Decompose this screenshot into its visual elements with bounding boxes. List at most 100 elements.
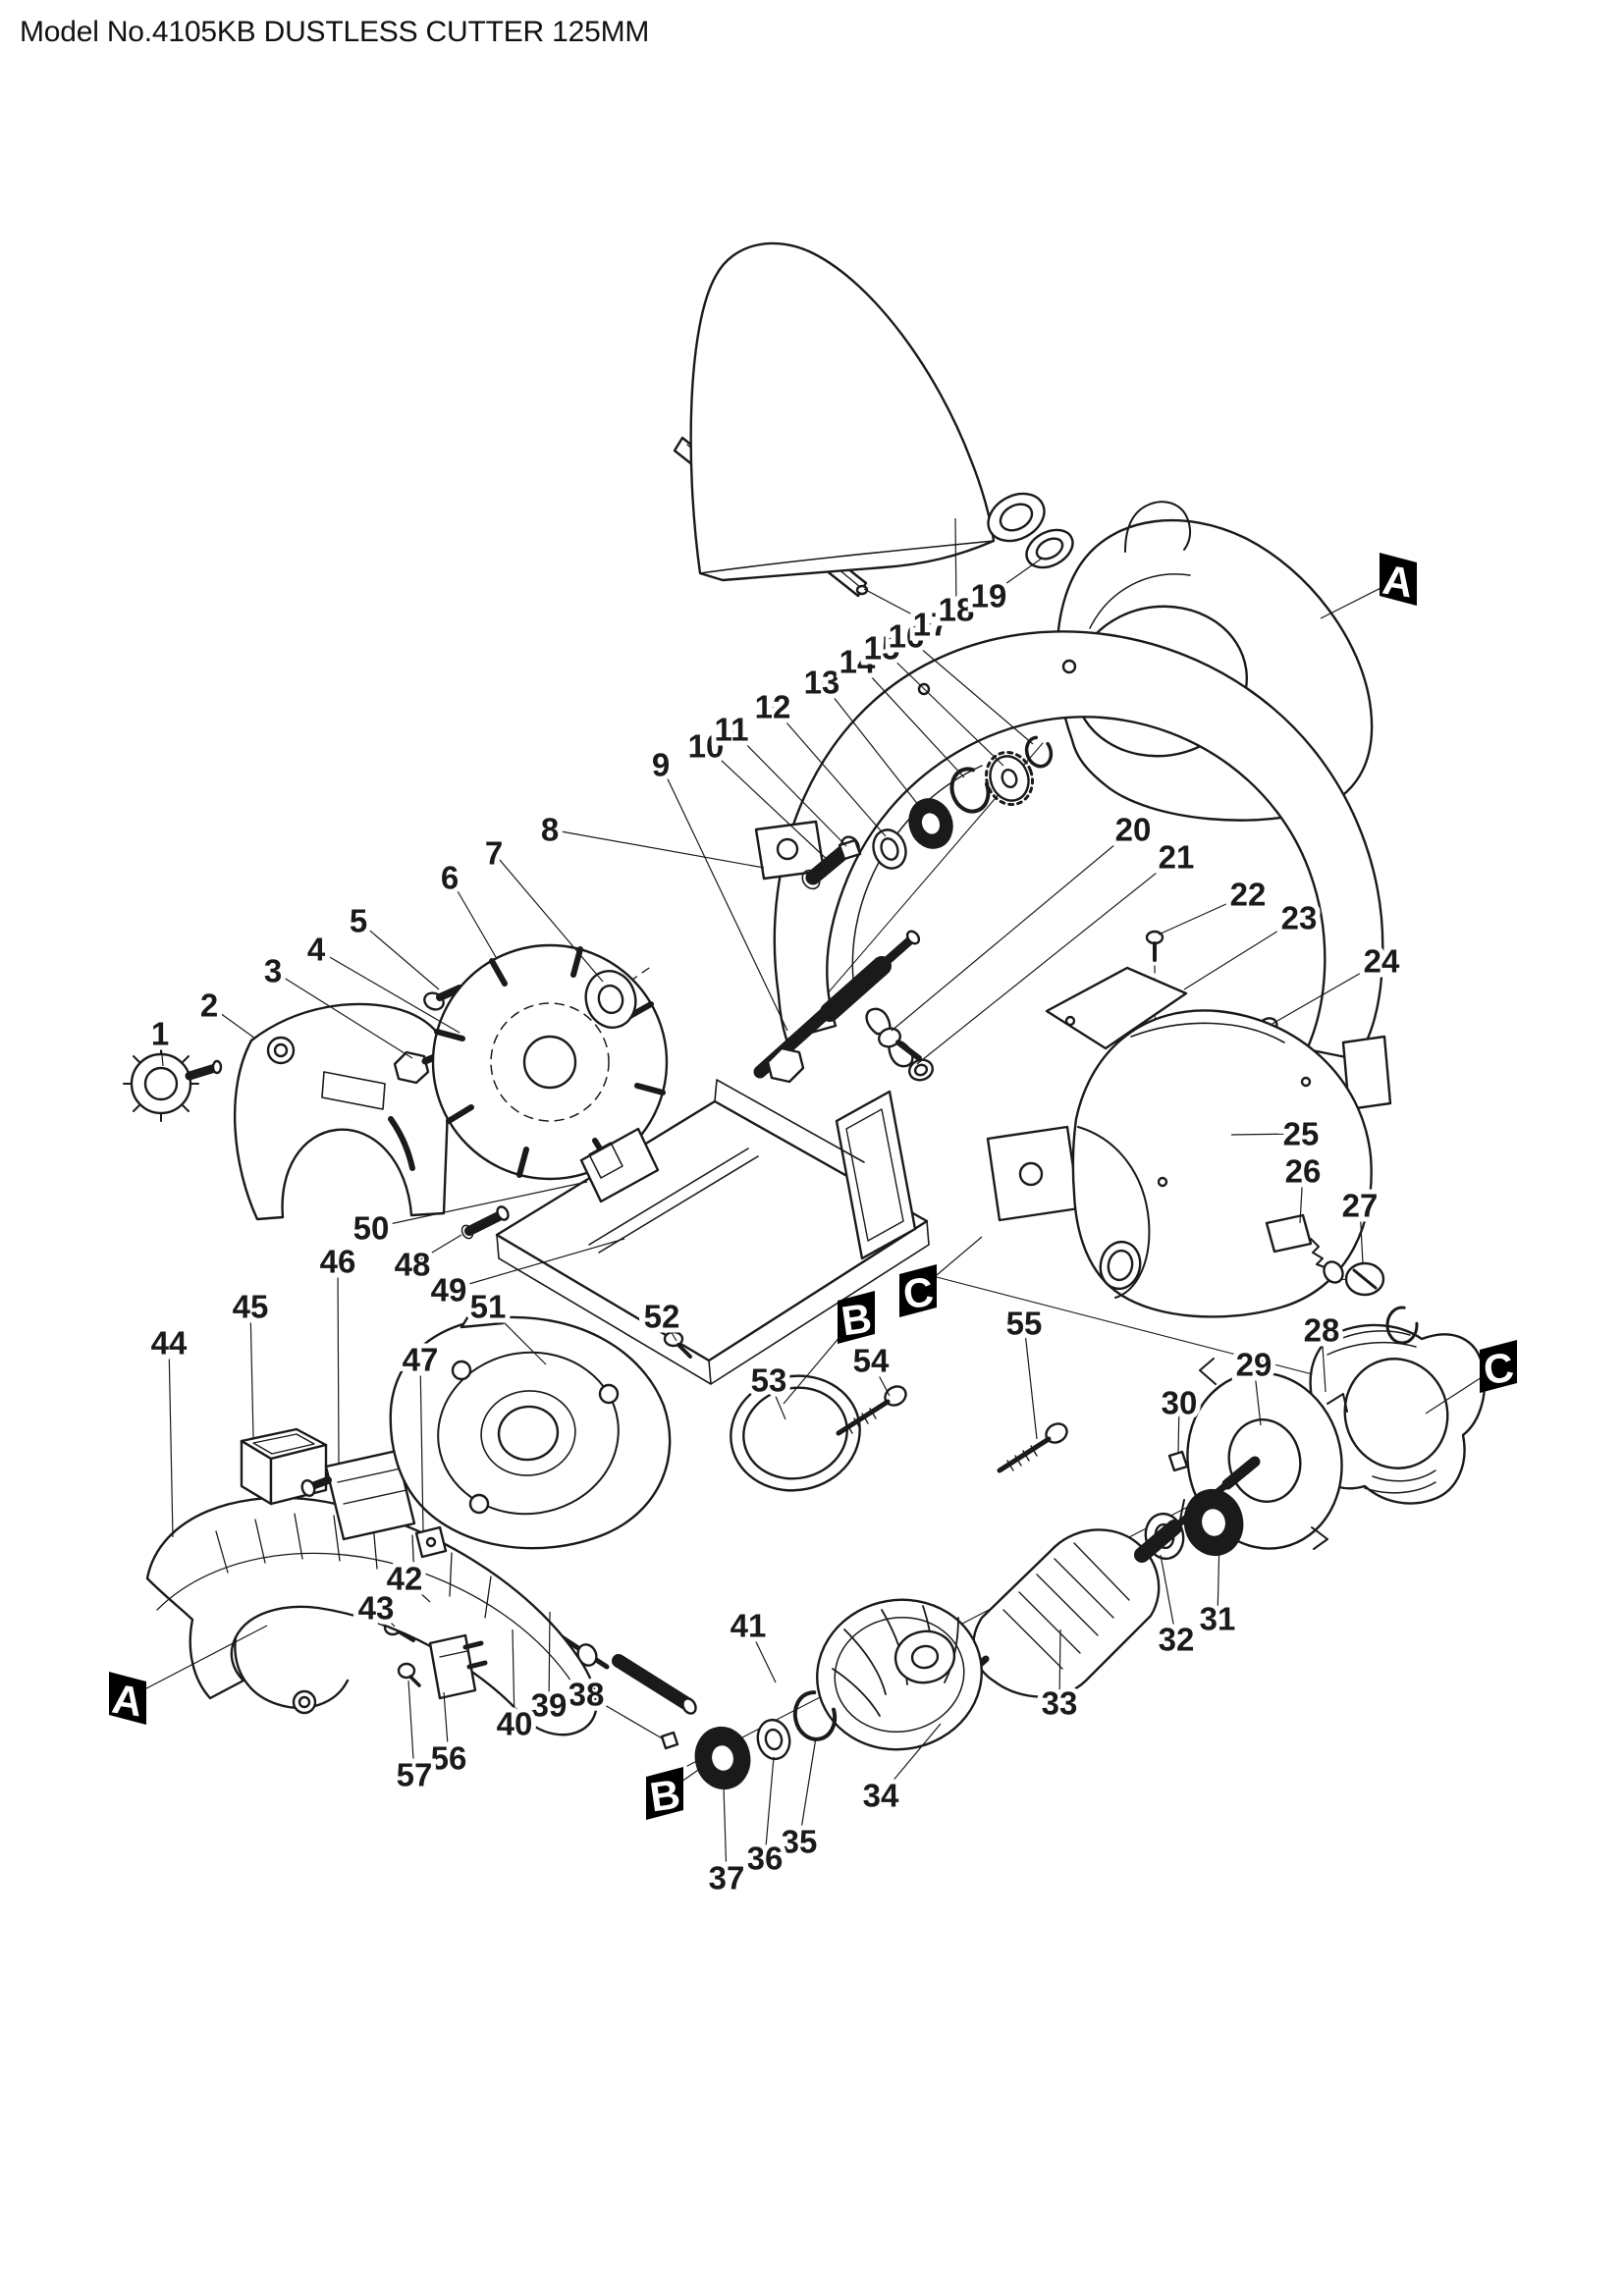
leader-line-26 [1299,1170,1304,1224]
part-label-28: 28 [1304,1312,1340,1349]
part-label-13: 13 [804,665,840,701]
part-label-39: 39 [531,1687,568,1724]
washer-36-part [756,1718,791,1761]
part-label-8: 8 [541,812,559,848]
leader-lines [159,517,1382,1879]
part-label-26: 26 [1285,1153,1322,1190]
part-label-33: 33 [1042,1685,1078,1722]
part-label-54: 54 [853,1343,890,1379]
part-label-37: 37 [709,1860,745,1896]
part-label-45: 45 [233,1289,269,1325]
leader-line-27 [1359,1204,1364,1265]
leader-line-13 [821,681,924,812]
leader-line-6 [449,877,497,958]
leader-line-37 [723,1786,728,1879]
bearing-37-part [694,1726,751,1790]
leader-line-24 [1270,960,1382,1026]
retainer-ring-19-part [1025,528,1074,569]
leader-line-7 [493,852,604,983]
marker-box-C-5 [1480,1340,1517,1393]
leader-line-41 [747,1625,777,1683]
part-label-32: 32 [1159,1622,1195,1658]
part-label-53: 53 [751,1362,787,1399]
leader-line-33 [1058,1629,1061,1704]
pin-38-part [660,1731,679,1750]
part-label-7: 7 [485,835,503,872]
part-label-11: 11 [715,712,749,748]
gear-housing-51-part [389,1302,672,1550]
leader-line-42 [404,1577,431,1603]
leader-line-40 [512,1629,515,1725]
roller-41-part [612,1654,697,1715]
brush-cap-27-part [1344,1261,1385,1297]
leader-line-47 [419,1359,424,1532]
leader-line-11 [731,728,847,847]
part-label-43: 43 [358,1590,395,1627]
part-label-51: 51 [470,1289,507,1325]
part-label-16: 16 [889,618,925,655]
part-label-19: 19 [971,578,1007,614]
part-label-56: 56 [431,1740,467,1777]
part-label-52: 52 [644,1299,680,1335]
marker-box-C-4 [899,1264,937,1317]
part-label-30: 30 [1162,1385,1198,1421]
screw-52-part [663,1330,692,1359]
part-label-44: 44 [151,1325,188,1362]
knob-1-part [123,1045,223,1122]
part-label-18: 18 [939,592,975,628]
marker-letter-C-4: C [900,1268,937,1318]
leader-line-52 [661,1315,677,1342]
marker-box-A-1 [109,1672,146,1725]
part-label-47: 47 [403,1342,439,1378]
marker-letter-B-2: B [839,1295,875,1345]
leader-line-4 [315,948,460,1034]
leader-line-51 [487,1306,547,1365]
leader-line-5 [357,920,440,990]
page-title: Model No.4105KB DUSTLESS CUTTER 125MM [20,16,650,48]
leader-line-53 [768,1379,786,1420]
marker-leader-A-1 [127,1625,268,1699]
leader-line-8 [549,828,765,869]
leader-line-1 [159,1033,164,1067]
leader-line-10 [705,745,831,863]
part-label-27: 27 [1342,1188,1379,1224]
leader-line-3 [272,970,413,1059]
screw-57-part [397,1662,421,1687]
circlip-16-part [1024,735,1054,769]
part-label-29: 29 [1236,1347,1272,1383]
part-label-4: 4 [307,932,326,968]
marker-letter-C-5: C [1481,1344,1517,1394]
leader-line-9 [660,764,788,1032]
leader-line-35 [798,1736,817,1842]
leader-line-34 [880,1723,942,1796]
switch-56-part [428,1633,488,1700]
circlip-35-part [792,1690,838,1741]
part-label-41: 41 [731,1608,767,1644]
leader-line-18 [954,517,957,611]
leader-line-36 [764,1756,775,1859]
part-number-labels: 1234567891011121314151617181920212223242… [146,573,1405,1901]
fan-34-part [816,1598,983,1751]
part-label-34: 34 [863,1778,899,1814]
leader-line-21 [916,856,1177,1065]
leader-line-22 [1158,893,1249,935]
part-label-1: 1 [151,1016,169,1052]
screw-55-part [997,1422,1068,1473]
leader-line-32 [1160,1554,1177,1640]
leader-line-38 [585,1693,665,1740]
leader-line-31 [1217,1536,1220,1620]
bearing-31-part [1183,1488,1244,1557]
o-ring-53-part [730,1374,861,1492]
part-label-24: 24 [1364,943,1400,980]
part-label-2: 2 [200,988,218,1024]
bearing-13-part [908,798,953,849]
marker-letter-A-1: A [109,1676,145,1726]
part-label-57: 57 [397,1757,433,1793]
part-label-22: 22 [1230,877,1267,913]
leader-line-19 [988,557,1044,597]
leader-line-17 [863,588,932,625]
leader-line-50 [370,1181,588,1229]
part-label-38: 38 [568,1677,605,1713]
marker-letter-B-3: B [647,1771,683,1821]
